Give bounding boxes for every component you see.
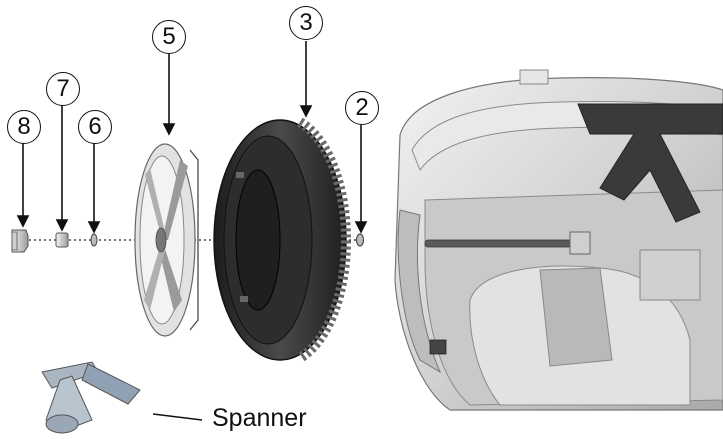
part-8-cap [12,230,28,252]
part-7-nut [56,233,68,247]
spanner-label: Spanner [212,404,307,433]
callout-2: 2 [345,91,379,125]
callout-7: 7 [46,72,80,106]
callout-5: 5 [152,20,186,54]
callout-6: 6 [78,110,112,144]
part-3-tyre [214,120,346,360]
part-2-washer [357,234,364,246]
callout-3: 3 [289,6,323,40]
part-5-hubcap [135,144,198,336]
car-body [395,70,723,410]
part-6-washer [91,234,97,246]
spanner-tool [42,362,202,433]
callout-8: 8 [7,110,41,144]
spanner-leader-line [153,414,202,420]
